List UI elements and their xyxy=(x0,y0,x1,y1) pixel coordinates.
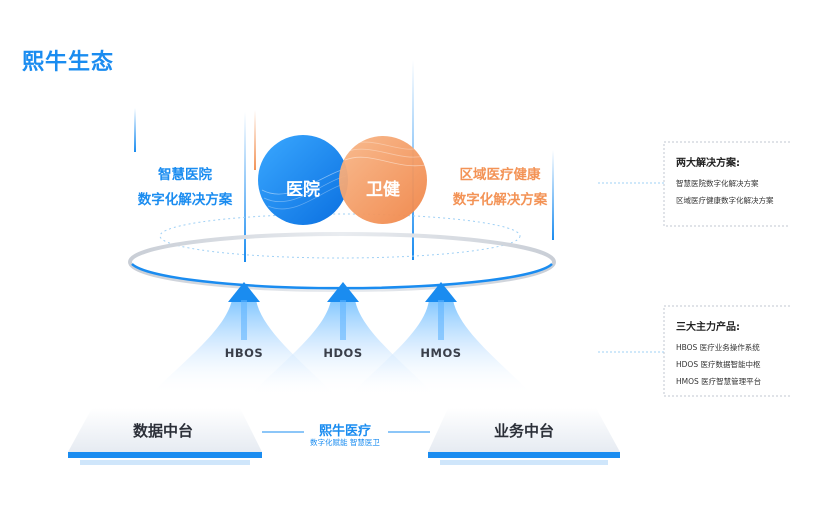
products-panel-item: HDOS 医疗数据智能中枢 xyxy=(676,360,761,369)
product-hmos: HMOS xyxy=(420,346,462,360)
products-panel: 三大主力产品: HBOS 医疗业务操作系统 HDOS 医疗数据智能中枢 HMOS… xyxy=(664,318,806,390)
accent-line xyxy=(134,108,136,152)
hospital-label: 医院 xyxy=(286,180,320,200)
hospital-solution-line1: 智慧医院 xyxy=(158,167,212,183)
solutions-panel-item: 智慧医院数字化解决方案 xyxy=(676,179,759,188)
solutions-panel-title: 两大解决方案: xyxy=(676,158,740,169)
solutions-panel: 两大解决方案: 智慧医院数字化解决方案 区域医疗健康数字化解决方案 xyxy=(664,154,806,209)
business-platform-label: 业务中台 xyxy=(493,422,554,440)
outer-ring xyxy=(128,232,556,292)
accent-line xyxy=(254,110,256,170)
page-title: 熙牛生态 xyxy=(22,50,115,75)
products-panel-title: 三大主力产品: xyxy=(676,322,740,333)
business-platform xyxy=(428,408,620,465)
accent-line xyxy=(244,112,246,262)
accent-line xyxy=(552,150,554,240)
center-subtitle: 数字化赋能 智慧医卫 xyxy=(310,438,380,447)
regional-solution-label: 区域医疗健康 数字化解决方案 xyxy=(440,163,560,213)
product-hbos: HBOS xyxy=(224,346,264,360)
center-title: 熙牛医疗 xyxy=(318,424,371,439)
products-panel-item: HMOS 医疗智慧管理平台 xyxy=(676,377,762,386)
solutions-panel-item: 区域医疗健康数字化解决方案 xyxy=(676,196,774,205)
hospital-circle xyxy=(258,135,348,225)
inner-dotted-ring xyxy=(159,213,521,259)
data-platform xyxy=(68,408,262,465)
hospital-solution-line2: 数字化解决方案 xyxy=(137,192,233,208)
data-platform-label: 数据中台 xyxy=(132,422,193,440)
hospital-solution-label: 智慧医院 数字化解决方案 xyxy=(120,163,250,213)
solutions-panel-border xyxy=(663,141,790,227)
products-panel-item: HBOS 医疗业务操作系统 xyxy=(676,343,760,352)
health-circle xyxy=(339,136,427,224)
hmos-arrow xyxy=(350,282,533,395)
regional-solution-line2: 数字化解决方案 xyxy=(452,192,548,208)
product-hdos: HDOS xyxy=(323,346,363,360)
regional-solution-line1: 区域医疗健康 xyxy=(459,167,541,183)
health-label: 卫健 xyxy=(366,180,400,200)
